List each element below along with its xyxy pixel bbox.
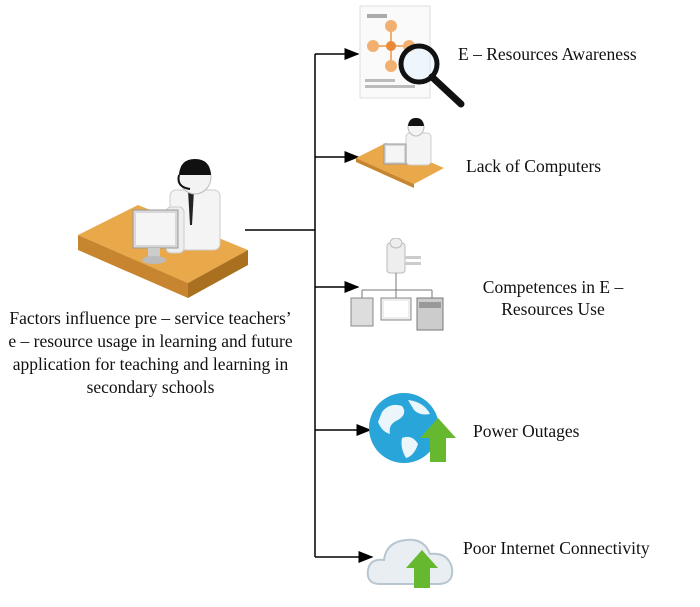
- factor-label-awareness: E – Resources Awareness: [458, 44, 637, 64]
- teacher-at-desk-icon: [78, 159, 248, 298]
- factor-label-competences: Competences in E – Resources Use: [482, 277, 624, 319]
- globe-upload-icon: [369, 393, 456, 463]
- cloud-upload-icon: [366, 538, 454, 588]
- factor-label-power: Power Outages: [473, 421, 580, 441]
- document-magnifier-icon: [359, 5, 465, 108]
- network-devices-icon: [350, 238, 444, 331]
- factor-label-internet: Poor Internet Connectivity: [463, 538, 650, 558]
- person-at-computer-icon: [356, 118, 444, 188]
- main-factor-label: Factors influence pre – service teachers…: [8, 308, 293, 397]
- factor-label-computers: Lack of Computers: [466, 156, 602, 176]
